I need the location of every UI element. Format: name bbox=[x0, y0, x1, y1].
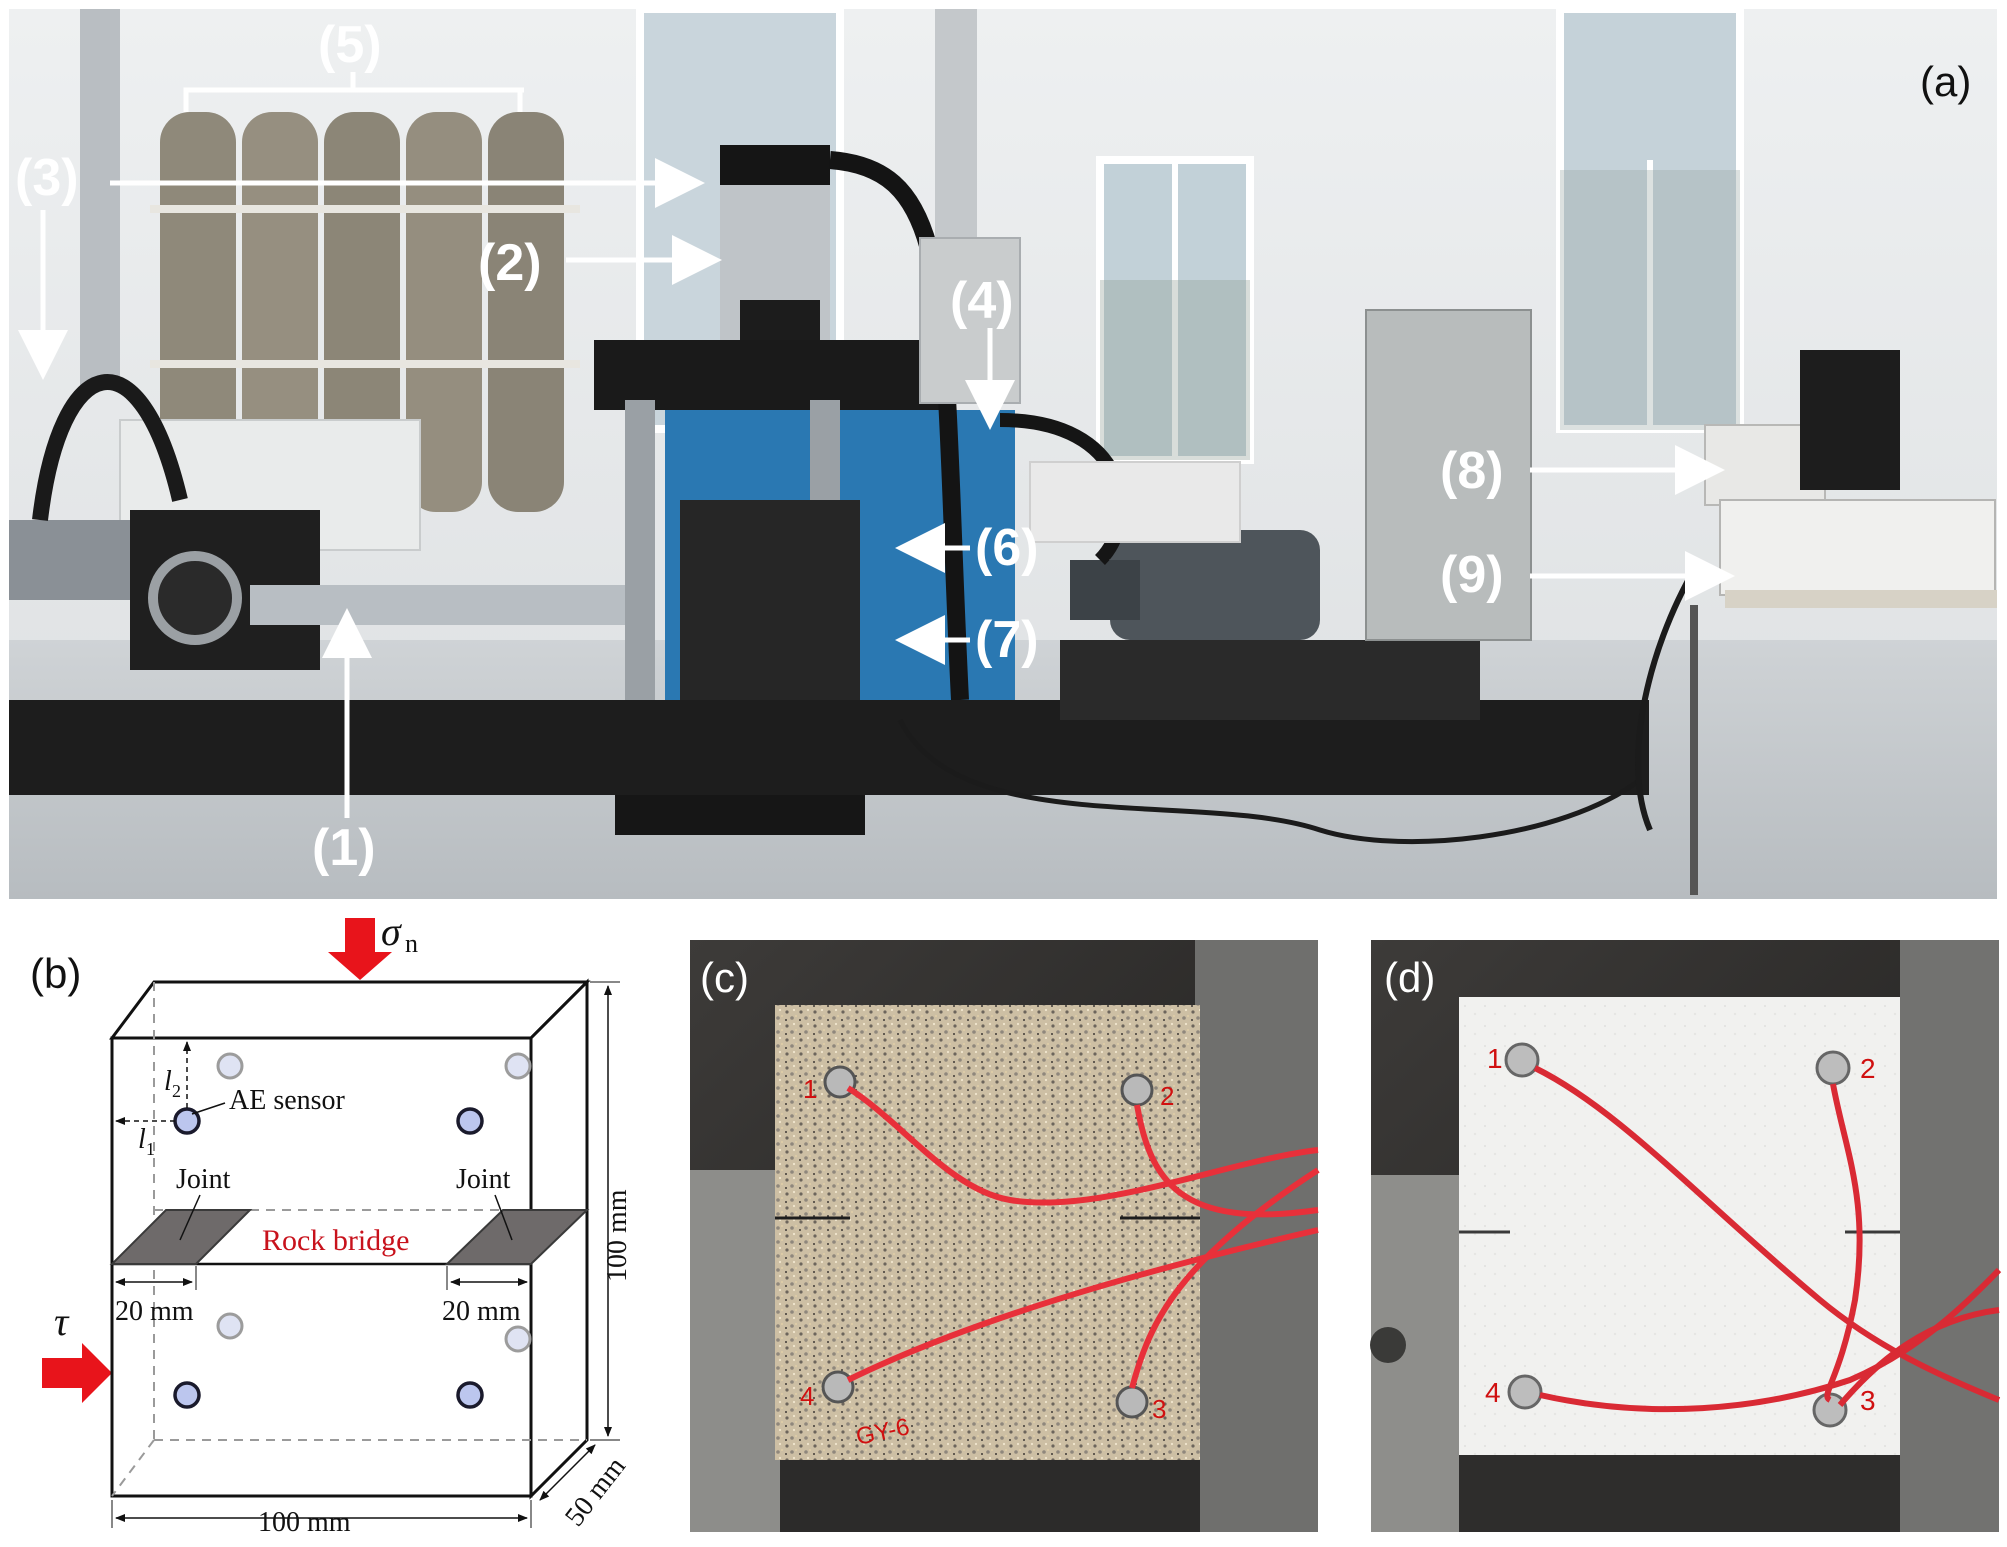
ae-sensor-back bbox=[504, 1052, 532, 1080]
radiator bbox=[1029, 461, 1241, 543]
sensor-number-2: 2 bbox=[1860, 1053, 1876, 1084]
sensor-label: AE sensor bbox=[229, 1085, 346, 1116]
l1-symbol: l bbox=[138, 1124, 146, 1155]
ae-sensor-back bbox=[504, 1325, 532, 1353]
normal-stress-subscript: n bbox=[405, 929, 418, 958]
shear-box-bottom bbox=[1459, 1455, 1900, 1532]
sensor-number-4: 4 bbox=[800, 1381, 814, 1411]
joint-right-label: Joint bbox=[456, 1164, 511, 1195]
dim-left-joint: 20 mm bbox=[115, 1296, 194, 1327]
shear-box-left bbox=[690, 1170, 780, 1532]
callout-3: (3) bbox=[15, 149, 79, 207]
sensor-number-3: 3 bbox=[1860, 1385, 1876, 1416]
ae-sensor-back bbox=[216, 1052, 244, 1080]
desk bbox=[1725, 590, 1997, 608]
panel-d-photo: 1 2 3 4 (d) bbox=[1370, 940, 2002, 1532]
panel-d-label: (d) bbox=[1384, 954, 1435, 1001]
dim-depth: 50 mm bbox=[559, 1451, 632, 1532]
joint-left-label: Joint bbox=[176, 1164, 231, 1195]
sensor-number-1: 1 bbox=[803, 1074, 817, 1104]
shear-box-right bbox=[1900, 940, 1999, 1532]
callout-6: (6) bbox=[975, 519, 1039, 577]
ae-sensor-photo bbox=[1815, 1050, 1851, 1086]
shear-stress-arrow bbox=[42, 1343, 112, 1403]
ae-sensor-photo bbox=[821, 1370, 855, 1404]
rock-bridge-label: Rock bridge bbox=[262, 1224, 409, 1257]
ae-sensor-back bbox=[216, 1312, 244, 1340]
pump-motor bbox=[999, 413, 1320, 640]
ae-sensors bbox=[173, 1052, 532, 1409]
sensor-number-4: 4 bbox=[1485, 1377, 1501, 1408]
callout-5: (5) bbox=[318, 16, 382, 74]
callout-1: (1) bbox=[312, 819, 376, 877]
ae-cables bbox=[1635, 558, 1703, 832]
callout-8: (8) bbox=[1440, 442, 1504, 500]
panel-c-label: (c) bbox=[700, 954, 749, 1001]
joint-right bbox=[444, 1209, 590, 1265]
panel-a-label: (a) bbox=[1920, 58, 1971, 105]
sensor-leader bbox=[191, 1102, 226, 1115]
callout-group: (5) (3) (2) (4) (6) (7) (1) (8) (9) bbox=[15, 16, 1735, 877]
ae-acquisition-unit bbox=[1719, 499, 1996, 596]
sensor-number-2: 2 bbox=[1160, 1081, 1174, 1111]
panel-b-label: (b) bbox=[30, 950, 81, 997]
monitor bbox=[1800, 350, 1900, 490]
electrical-cabinet bbox=[1365, 309, 1532, 641]
bolt-hole bbox=[1370, 1327, 1406, 1363]
horizontal-actuator bbox=[9, 374, 630, 670]
panel-b-schematic: (b) σ n τ Rock bridge Joint Joint bbox=[30, 909, 633, 1538]
ae-sensor-photo bbox=[1504, 1042, 1540, 1078]
panel-a-photo bbox=[9, 5, 1997, 899]
joint-right-leader bbox=[494, 1194, 513, 1241]
ae-cables-photo bbox=[1533, 1065, 2002, 1413]
joint-left-leader bbox=[179, 1194, 201, 1241]
ae-sensor-front bbox=[173, 1381, 201, 1409]
l1-subscript: 1 bbox=[146, 1139, 155, 1159]
l2-symbol: l bbox=[164, 1066, 172, 1097]
shear-stress-symbol: τ bbox=[54, 1299, 70, 1344]
depth-dimension bbox=[539, 1444, 596, 1501]
ae-sensor-photo bbox=[1507, 1374, 1543, 1410]
block-top-face bbox=[109, 980, 591, 1040]
l2-subscript: 2 bbox=[172, 1081, 181, 1101]
dim-width: 100 mm bbox=[258, 1507, 351, 1538]
base-rail bbox=[1060, 640, 1480, 720]
dim-right-joint: 20 mm bbox=[442, 1296, 521, 1327]
ae-sensor-front bbox=[456, 1381, 484, 1409]
callout-2: (2) bbox=[478, 234, 542, 292]
steel-column bbox=[80, 9, 120, 389]
accumulator-tanks bbox=[150, 112, 580, 512]
ae-sensor-photo bbox=[1115, 1385, 1149, 1419]
ae-cables bbox=[897, 718, 1642, 845]
ae-cables-photo bbox=[846, 1085, 1320, 1389]
normal-stress-symbol: σ bbox=[381, 909, 402, 954]
callout-7: (7) bbox=[975, 611, 1039, 669]
sensor-number-1: 1 bbox=[1487, 1043, 1503, 1074]
normal-stress-arrow bbox=[328, 918, 392, 980]
hidden-edge bbox=[111, 1439, 155, 1497]
callout-9: (9) bbox=[1440, 546, 1504, 604]
dim-height: 100 mm bbox=[602, 1189, 633, 1282]
control-box bbox=[919, 237, 1021, 404]
callout-4: (4) bbox=[950, 272, 1014, 330]
desk-leg bbox=[1690, 605, 1698, 895]
ae-sensor-front bbox=[456, 1107, 484, 1135]
shear-box-bottom bbox=[780, 1460, 1200, 1532]
panel-c-photo: 1 2 3 4 GY-6 (c) bbox=[690, 940, 1320, 1532]
ae-sensor-photo bbox=[1120, 1073, 1154, 1107]
sensor-number-3: 3 bbox=[1152, 1394, 1166, 1424]
